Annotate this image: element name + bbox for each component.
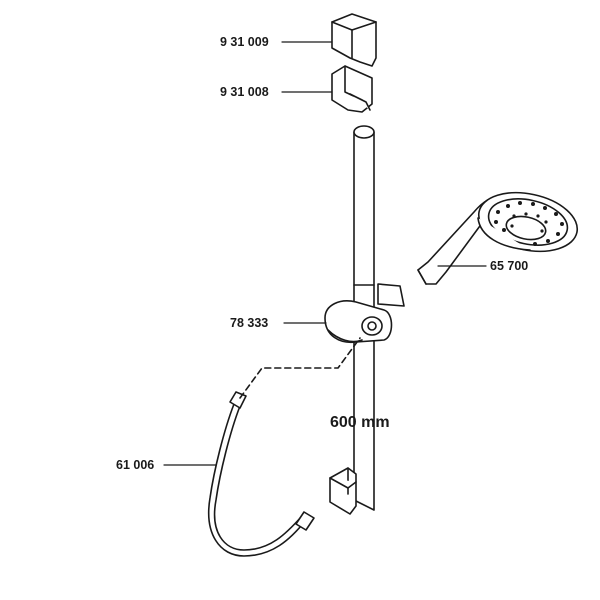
part-number-hose: 61 006	[116, 458, 155, 472]
slider-drawing	[324, 283, 405, 344]
hose-drawing	[208, 403, 307, 557]
part-number-slider: 78 333	[230, 316, 269, 330]
cover-cap-drawing	[331, 13, 377, 67]
hose-nut-bottom	[295, 511, 315, 531]
shower-nozzles	[494, 201, 564, 246]
part-number-cover: 9 31 009	[220, 35, 269, 49]
leader-lines	[163, 41, 487, 466]
bottom-bracket-drawing	[329, 467, 357, 515]
rail-length-dimension: 600 mm	[330, 414, 390, 431]
part-number-hand-shower: 65 700	[490, 259, 529, 273]
wall-bracket-drawing	[331, 65, 373, 113]
part-number-wall-bracket: 9 31 008	[220, 85, 269, 99]
hand-shower-drawing	[417, 191, 579, 285]
connection-dashed-line	[239, 337, 361, 399]
